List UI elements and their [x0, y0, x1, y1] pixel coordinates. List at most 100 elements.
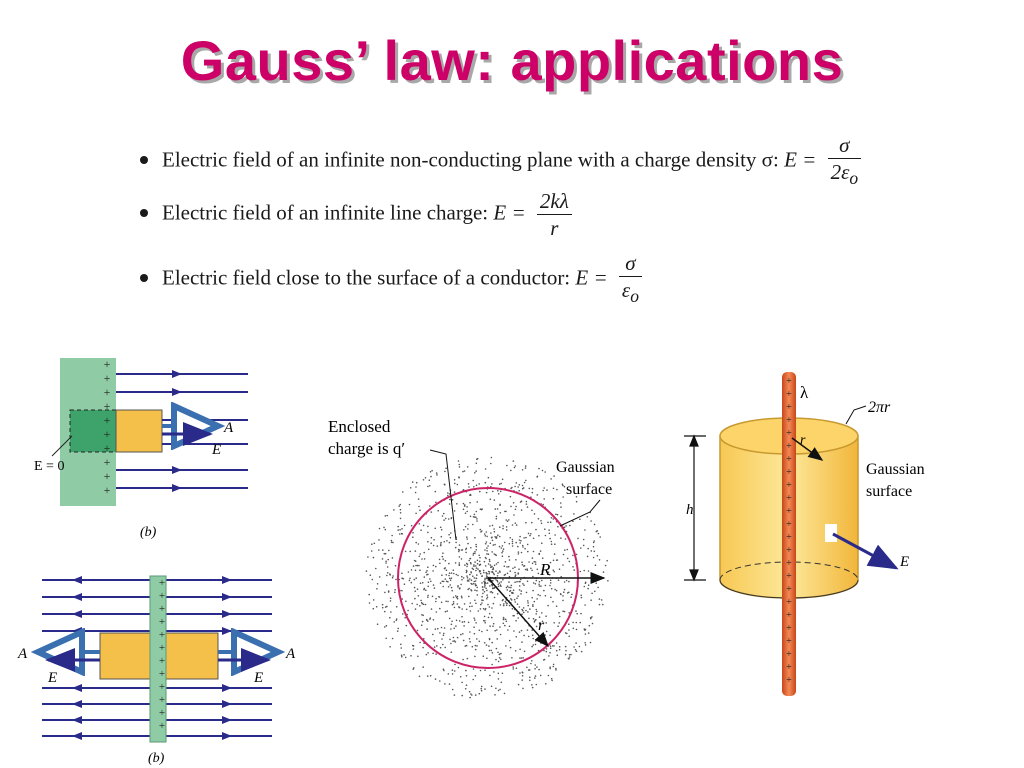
charge-dot — [508, 604, 511, 607]
charge-dot — [531, 509, 533, 512]
charge-dot — [540, 642, 542, 644]
charge-dot — [488, 560, 491, 563]
charge-dot — [501, 555, 504, 557]
charge-dot — [516, 612, 519, 615]
label-lambda: λ — [800, 383, 809, 402]
charge-dot — [465, 551, 467, 554]
charge-dot — [491, 551, 494, 553]
charge-dot — [528, 487, 531, 490]
charge-dot — [582, 544, 585, 547]
charge-dot — [458, 463, 461, 466]
eq-denominator: 2εo — [828, 159, 862, 191]
charge-dot — [412, 565, 415, 567]
charge-dot — [464, 525, 467, 528]
charge-dot — [489, 674, 491, 677]
charge-dot — [587, 584, 590, 586]
charge-dot — [395, 619, 398, 622]
charge-dot — [427, 485, 429, 488]
charge-dot — [498, 570, 501, 572]
charge-dot — [606, 559, 608, 562]
charge-dot — [431, 595, 434, 598]
charge-dot — [486, 629, 489, 632]
charge-dot — [553, 645, 555, 647]
charge-dot — [486, 576, 488, 579]
charge-dot — [541, 579, 543, 582]
charge-dot — [530, 662, 532, 665]
charge-dot — [473, 580, 476, 583]
charge-dot — [553, 622, 555, 624]
charge-dot — [544, 471, 546, 473]
charge-dot — [439, 680, 441, 682]
charge-dot — [427, 594, 429, 597]
charge-dot — [466, 510, 469, 513]
charge-dot — [439, 646, 442, 649]
charge-dot — [521, 469, 524, 471]
charge-dot — [390, 611, 392, 613]
charge-dot — [483, 583, 486, 585]
charge-dot — [550, 517, 553, 519]
charge-dot — [481, 595, 483, 598]
charge-dot — [575, 621, 578, 624]
charge-dot — [389, 616, 391, 619]
label-E-left: E — [47, 670, 57, 686]
charge-dot — [564, 645, 567, 648]
charge-dot — [593, 550, 596, 553]
charge-dot — [482, 569, 485, 572]
charge-dot — [435, 501, 437, 504]
leader-line — [51, 435, 73, 457]
plus-sign: + — [104, 483, 111, 497]
charge-dot — [521, 679, 523, 681]
charge-dot — [426, 574, 428, 576]
eq-lhs: E = — [493, 200, 526, 225]
charge-dot — [414, 550, 417, 552]
plus-sign: + — [786, 597, 792, 608]
label-A: A — [223, 420, 234, 436]
charge-dot — [513, 598, 516, 601]
charge-dot — [565, 649, 567, 652]
charge-dot — [549, 537, 551, 540]
charge-dot — [436, 545, 439, 547]
charge-dot — [468, 605, 471, 608]
charge-dot — [492, 544, 495, 546]
charge-dot — [522, 583, 524, 585]
charge-dot — [425, 589, 427, 591]
charge-dot — [576, 612, 578, 615]
charge-dot — [572, 520, 574, 523]
charge-dot — [496, 638, 499, 640]
charge-dot — [413, 586, 416, 589]
charge-dot — [487, 553, 490, 555]
charge-dot — [524, 568, 527, 571]
charge-dot — [473, 632, 476, 635]
charge-dot — [536, 475, 539, 478]
charge-dot — [544, 534, 547, 537]
charge-dot — [542, 659, 545, 661]
charge-dot — [444, 683, 446, 685]
charge-dot — [531, 562, 534, 565]
charge-dot — [549, 651, 551, 654]
charge-dot — [506, 572, 509, 575]
charge-dot — [470, 547, 472, 549]
charge-dot — [428, 479, 431, 482]
charge-dot — [555, 642, 558, 644]
charge-dot — [486, 596, 489, 598]
charge-dot — [474, 472, 476, 474]
charge-dot — [469, 578, 471, 580]
charge-dot — [491, 539, 494, 542]
bullet-plane: Electric field of an infinite non-conduc… — [140, 132, 862, 191]
charge-dot — [510, 598, 512, 600]
charge-dot — [463, 529, 465, 531]
charge-dot — [447, 673, 450, 675]
charge-dot — [492, 622, 495, 625]
charge-dot — [517, 617, 519, 619]
charge-dot — [532, 582, 535, 584]
charge-dot — [547, 521, 549, 524]
label-r: r — [800, 433, 806, 448]
charge-dot — [415, 512, 417, 515]
charge-dot — [584, 604, 586, 606]
charge-dot — [399, 517, 402, 520]
charge-dot — [570, 596, 572, 598]
charge-dot — [444, 610, 447, 613]
charge-dot — [509, 589, 512, 592]
charge-dot — [437, 627, 439, 630]
